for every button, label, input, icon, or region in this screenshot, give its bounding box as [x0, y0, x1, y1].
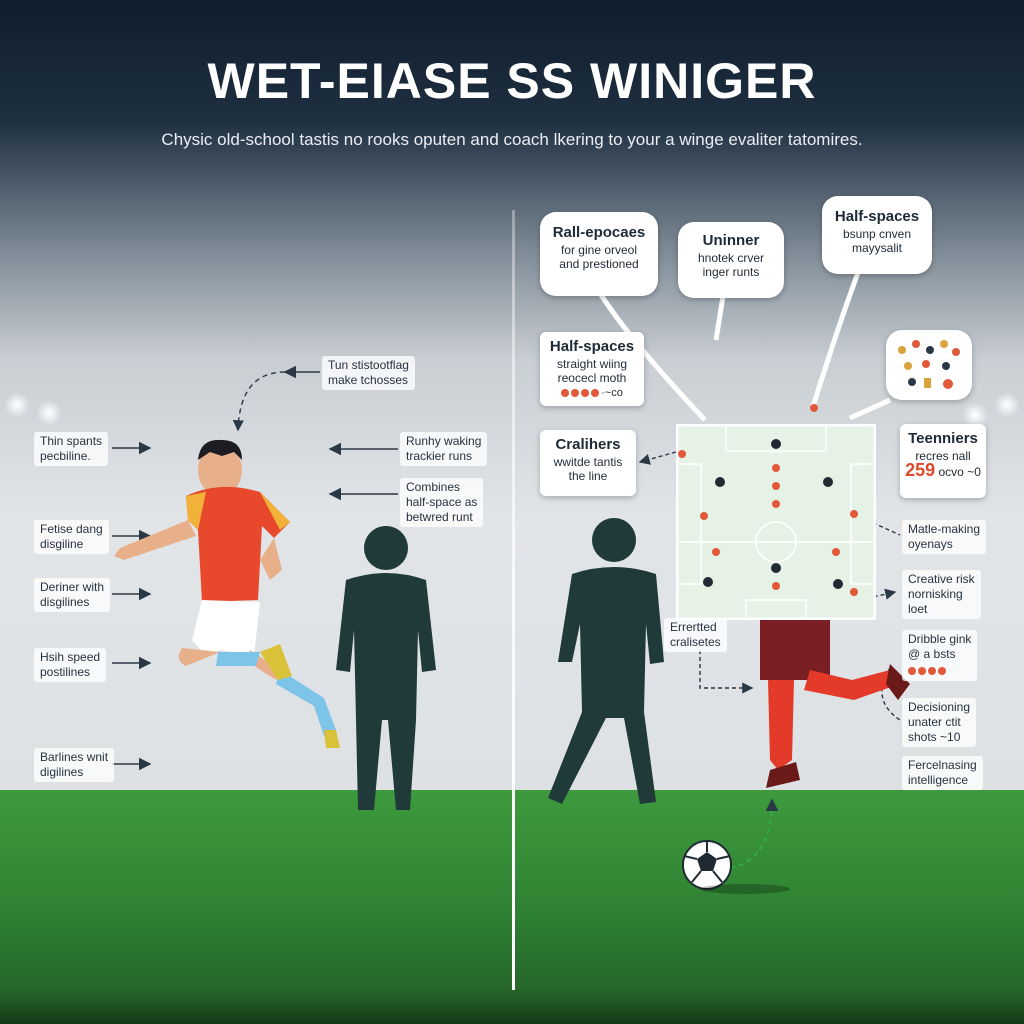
bubble-half-spaces-mid: Half-spaces straight wiing reocecl moth … [540, 332, 644, 406]
stadium-light-icon [4, 392, 30, 418]
center-divider [512, 210, 515, 990]
bubble-half-spaces-top: Half-spaces bsunp cnven mayysalit [822, 196, 932, 274]
label-dribble-gink: Dribble gink@ a bsts [902, 630, 978, 681]
football-icon[interactable] [680, 838, 734, 892]
stats-icons [886, 330, 972, 400]
defender-silhouette-left [336, 526, 436, 810]
page-subtitle: Chysic old-school tastis no rooks oputen… [161, 130, 863, 149]
winger-legs-figure [760, 620, 910, 788]
stadium-light-icon [994, 392, 1020, 418]
stats-icons-graphic [898, 340, 960, 389]
bubble-teenniers: Teenniers recres nall 259 ocvo ~0 [900, 424, 986, 498]
bubble-uninner: Uninner hnotek crver inger runts [678, 222, 784, 298]
ball-shadow [700, 884, 790, 894]
defender-silhouette-right [548, 518, 664, 804]
winger-player-figure [114, 439, 340, 748]
page-title: WET-EIASE SS WINIGER [207, 53, 817, 109]
marker-dot [810, 404, 818, 412]
stadium-light-icon [36, 400, 62, 426]
bubble-cralihers: Cralihers wwitde tantis the line [540, 430, 636, 496]
bubble-rall-epocaes: Rall-epocaes for gine orveol and prestio… [540, 212, 658, 296]
tactic-board-icon[interactable] [676, 424, 876, 620]
stadium-light-icon [962, 402, 988, 428]
